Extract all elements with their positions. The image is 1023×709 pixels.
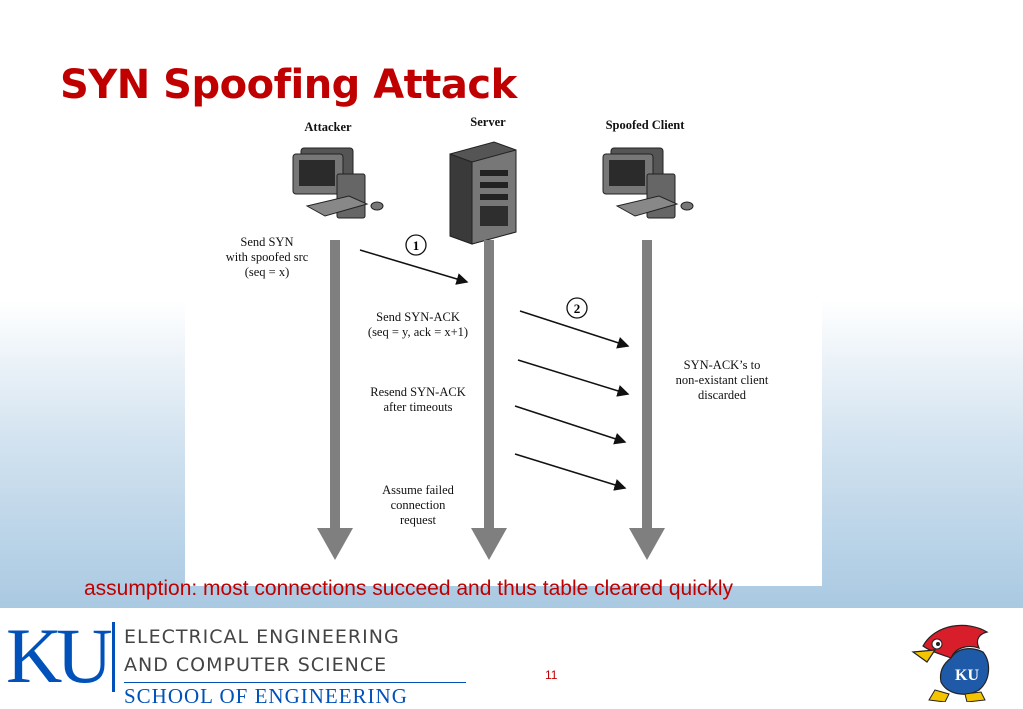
jayhawk-mascot-icon: KU <box>911 624 990 702</box>
attacker-timeline <box>317 240 353 560</box>
diagram-graphics: 1 2 <box>292 141 694 560</box>
syn-spoofing-diagram: 1 2 Attacker Server Spoofed Client Send … <box>185 112 822 586</box>
assume-failed-label: Assume failed connection request <box>382 483 454 527</box>
discarded-label: SYN-ACK’s to non-existant client discard… <box>675 358 769 402</box>
synack-arrow-1 <box>519 310 630 349</box>
department-line-2: AND COMPUTER SCIENCE <box>124 654 388 676</box>
slide-title: SYN Spoofing Attack <box>60 62 517 108</box>
step-marker-1: 1 <box>405 234 427 256</box>
attacker-computer-icon <box>292 147 384 219</box>
ku-logo: KU <box>6 612 113 699</box>
department-rule <box>124 682 466 683</box>
syn-arrow <box>359 249 469 285</box>
client-timeline <box>629 240 665 560</box>
resend-synack-label: Resend SYN-ACK after timeouts <box>370 385 466 414</box>
svg-text:2: 2 <box>574 301 581 316</box>
spoofed-client-header: Spoofed Client <box>605 118 685 132</box>
synack-arrow-2 <box>517 359 630 397</box>
attacker-header: Attacker <box>304 120 352 134</box>
server-timeline <box>471 240 507 560</box>
logo-divider <box>112 622 115 692</box>
send-syn-label: Send SYN with spoofed src (seq = x) <box>225 235 309 279</box>
school-name: SCHOOL OF ENGINEERING <box>124 684 408 708</box>
department-line-1: ELECTRICAL ENGINEERING <box>124 626 400 648</box>
synack-arrow-4 <box>514 453 627 491</box>
server-icon <box>449 141 517 245</box>
send-synack-label: Send SYN-ACK (seq = y, ack = x+1) <box>367 310 469 339</box>
synack-arrow-3 <box>514 405 627 445</box>
server-header: Server <box>470 115 506 129</box>
step-marker-2: 2 <box>566 297 588 319</box>
svg-text:1: 1 <box>413 238 420 253</box>
assumption-caption: assumption: most connections succeed and… <box>84 577 734 600</box>
footer: KU ELECTRICAL ENGINEERING AND COMPUTER S… <box>0 608 1023 708</box>
page-number: 11 <box>545 668 558 682</box>
svg-text:KU: KU <box>955 667 979 684</box>
spoofed-client-computer-icon <box>602 147 694 219</box>
